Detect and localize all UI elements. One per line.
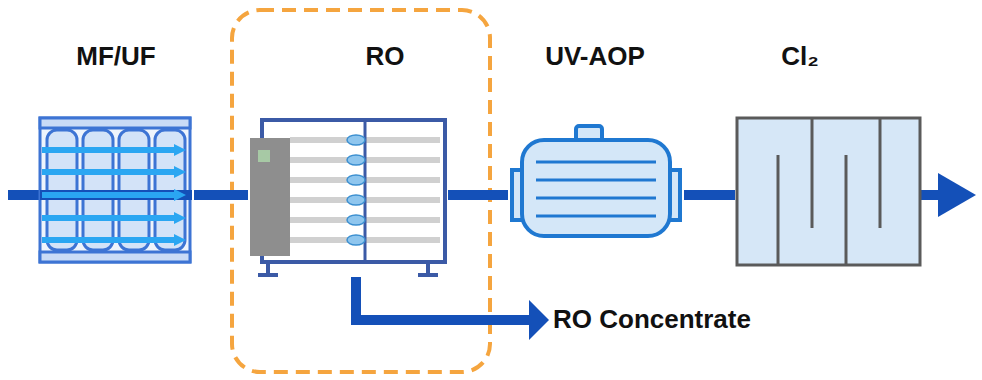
unit-label: RO Concentrate	[553, 305, 751, 335]
reverse-osmosis-icon	[250, 120, 445, 275]
outlet-arrowhead	[938, 173, 976, 217]
chlorine-contact-basin-icon	[737, 118, 920, 265]
unit-label: Cl₂	[781, 42, 819, 72]
process-unit: MF/UF	[38, 38, 194, 264]
stream-label-node: RO Concentrate	[549, 305, 755, 335]
uv-reactor-icon	[512, 126, 680, 236]
unit-label: RO	[366, 42, 405, 72]
process-unit: UV-AOP	[508, 38, 684, 247]
flow-line	[194, 190, 248, 200]
process-unit: Cl₂	[735, 38, 923, 267]
process-unit: RO	[248, 38, 448, 277]
unit-label: UV-AOP	[545, 42, 645, 72]
unit-label: MF/UF	[76, 42, 155, 72]
flow-line	[448, 190, 508, 200]
flow-line	[684, 190, 735, 200]
membrane-filter-icon	[40, 118, 192, 262]
flow-line	[356, 277, 535, 320]
